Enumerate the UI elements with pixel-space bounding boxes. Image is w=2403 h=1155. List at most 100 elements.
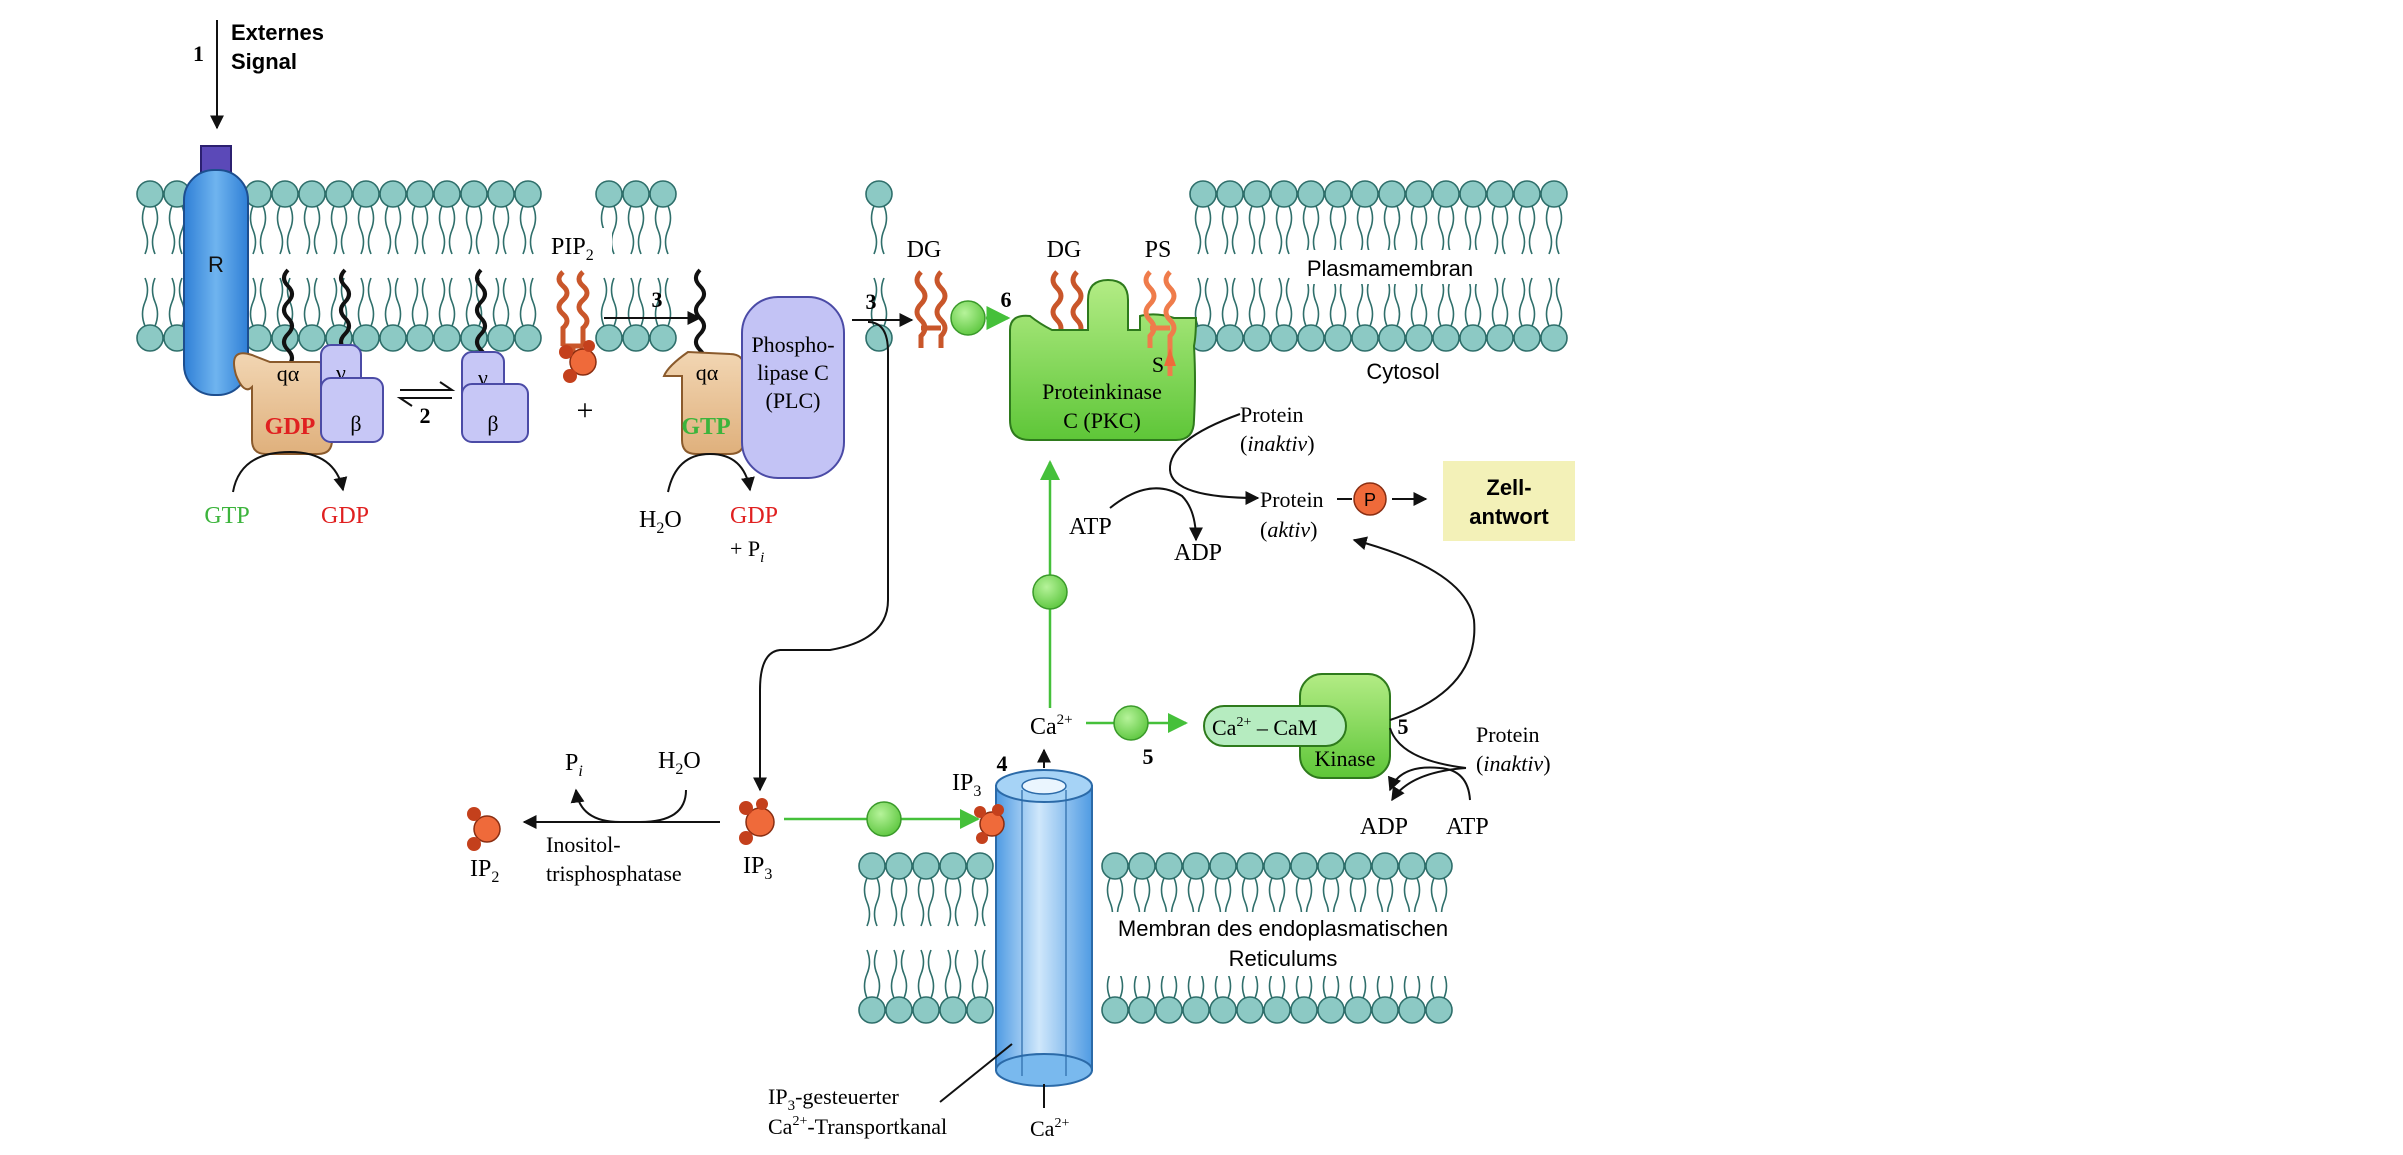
step-5a-label: 5 — [1143, 744, 1154, 769]
lipid-tail — [971, 877, 979, 927]
lipid-head — [649, 180, 677, 208]
lipid-tail — [448, 205, 456, 255]
protein-inactive-bottom-line2: (inaktiv) — [1476, 751, 1551, 776]
lipid-tail — [1545, 205, 1553, 255]
lipid-head — [939, 996, 967, 1024]
lipid-tail — [1518, 205, 1526, 255]
er-membrane-line1: Membran des endoplasmatischen — [1118, 916, 1448, 941]
step-5b-label: 5 — [1398, 714, 1409, 739]
lipid-head — [325, 180, 353, 208]
lipid-tail — [529, 277, 537, 327]
lipid-head — [1216, 324, 1244, 352]
phosphatase-line1: Inositol- — [546, 832, 621, 857]
atp-bottom-label: ATP — [1446, 814, 1489, 840]
lipid-tail — [141, 277, 149, 327]
lipid-tail — [421, 277, 429, 327]
lipid-head — [487, 180, 515, 208]
lipid-tail — [1447, 277, 1455, 327]
lipid-head — [1236, 996, 1264, 1024]
lipid-head — [858, 996, 886, 1024]
lipid-tail — [917, 949, 925, 999]
lipid-tail — [944, 877, 952, 927]
gtp-exchange: GTP GDP — [204, 450, 369, 529]
channel-label-line1: IP3-gesteuerter — [768, 1084, 900, 1114]
lipid-tail — [1420, 205, 1428, 255]
lipid-tail — [492, 277, 500, 327]
gdp-bound-label: GDP — [265, 414, 316, 440]
ip2-label: IP2 — [470, 856, 499, 886]
ps-label: PS — [1145, 237, 1172, 263]
lipid-tail — [1464, 277, 1472, 327]
lipid-head — [1290, 996, 1318, 1024]
lipid-head — [1101, 996, 1129, 1024]
lipid-tail — [863, 949, 871, 999]
lipid-tail — [1204, 277, 1212, 327]
lipid-tail — [465, 205, 473, 255]
lipid-tail — [357, 205, 365, 255]
lipid-head — [379, 324, 407, 352]
lipid-head — [1243, 180, 1271, 208]
lipid-head — [406, 324, 434, 352]
lipid-head — [1189, 180, 1217, 208]
receptor: R — [183, 145, 249, 396]
lipid-head — [1270, 180, 1298, 208]
protein-active-line2: (aktiv) — [1260, 517, 1317, 542]
lipid-tail — [900, 877, 908, 927]
lipid-tail — [1339, 205, 1347, 255]
lipid-tail — [259, 277, 267, 327]
lipid-tail — [1312, 205, 1320, 255]
hydrolysis-h2o: H2O — [639, 507, 682, 537]
lipid-tail — [492, 205, 500, 255]
lipid-tail — [421, 205, 429, 255]
lipid-tail — [1356, 205, 1364, 255]
lipid-head — [939, 852, 967, 880]
lipid-tail — [438, 205, 446, 255]
gdp-out-label: GDP — [321, 503, 369, 529]
atp-top-label: ATP — [1069, 514, 1112, 540]
ps-lipids — [1143, 270, 1177, 376]
lipid-head — [1263, 996, 1291, 1024]
lipid-head — [379, 180, 407, 208]
lipid-tail — [1258, 205, 1266, 255]
ip3-bound — [974, 804, 1005, 844]
lipid-head — [1371, 852, 1399, 880]
lipid-head — [406, 180, 434, 208]
lipid-tail — [954, 949, 962, 999]
lipid-tail — [870, 205, 878, 255]
lipid-tail — [1528, 277, 1536, 327]
lipid-tail — [981, 949, 989, 999]
ip3-channel-label: IP3 — [952, 770, 981, 800]
lipid-head — [1297, 180, 1325, 208]
lipid-tail — [1383, 277, 1391, 327]
lipid-tail — [168, 205, 176, 255]
lipid-tail — [141, 205, 149, 255]
lipid-head — [136, 180, 164, 208]
lipid-head — [1324, 324, 1352, 352]
lipid-tail — [1204, 205, 1212, 255]
lipid-tail — [529, 205, 537, 255]
ip3-release-path — [753, 321, 889, 792]
lipid-tail — [1231, 277, 1239, 327]
lipid-head — [1351, 324, 1379, 352]
step-2-label: 2 — [420, 403, 431, 428]
protein-inactive-bottom-line1: Protein — [1476, 722, 1540, 747]
phosphatase-reaction: Pi H2O Inositol- trisphosphatase — [522, 748, 720, 886]
lipid-head — [1425, 996, 1453, 1024]
lipid-tail — [330, 205, 338, 255]
lipid-head — [1540, 324, 1568, 352]
lipid-tail — [448, 277, 456, 327]
phosphatase-line2: trisphosphatase — [546, 861, 682, 886]
lipid-tail — [1555, 277, 1563, 327]
lipid-head — [298, 324, 326, 352]
step-4-label: 4 — [997, 751, 1008, 776]
lipid-tail — [519, 205, 527, 255]
er-membrane-line2: Reticulums — [1229, 946, 1338, 971]
lipid-tail — [303, 205, 311, 255]
lipid-head — [1513, 324, 1541, 352]
lipid-tail — [303, 277, 311, 327]
lipid-tail — [259, 205, 267, 255]
phosphate-group — [1353, 482, 1387, 516]
lipid-tail — [981, 877, 989, 927]
lipid-head — [514, 324, 542, 352]
lipid-tail — [249, 277, 257, 327]
